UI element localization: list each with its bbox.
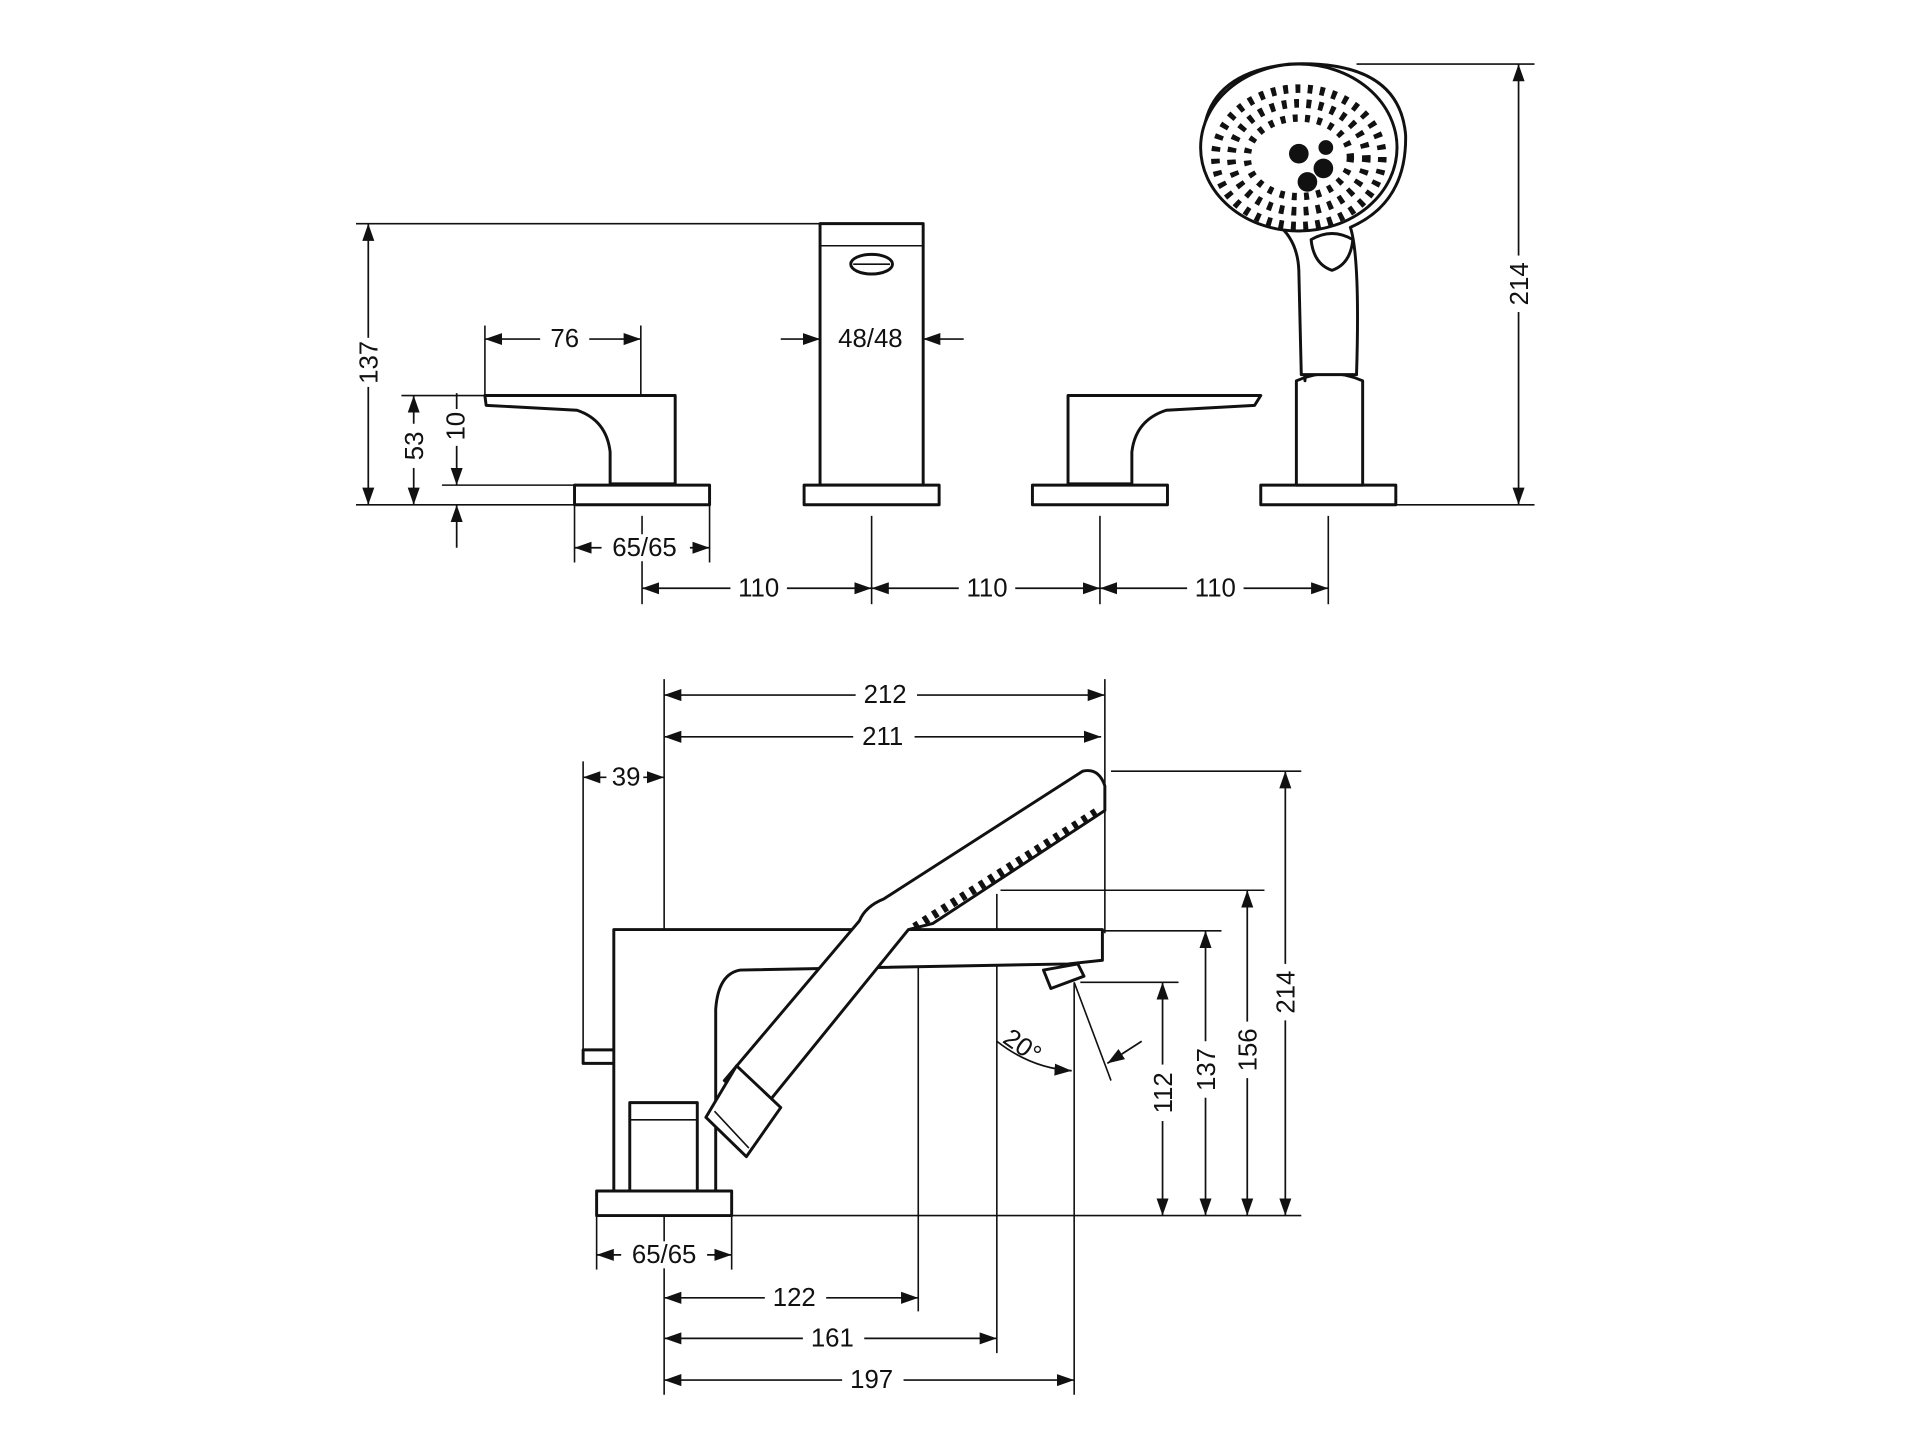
dim-front-base-65: 65/65 [612, 534, 676, 562]
dim-spout-48: 48/48 [838, 325, 902, 353]
side-hand-shower [704, 769, 1107, 1159]
spout [802, 222, 941, 507]
valve-handle [628, 1101, 699, 1193]
left-valve-handle [483, 394, 712, 507]
dim-length-211: 211 [862, 723, 903, 751]
hand-shower [1199, 62, 1408, 507]
dim-height-112: 112 [1150, 1072, 1178, 1113]
dim-height-137: 137 [1193, 1048, 1221, 1091]
dim-front-height-53: 53 [401, 432, 429, 461]
dim-length-212: 212 [864, 681, 907, 709]
dim-shower-height-214: 214 [1506, 262, 1534, 305]
dim-handle-76: 76 [550, 325, 579, 353]
dim-front-height-137: 137 [356, 341, 384, 384]
right-valve-handle [1030, 394, 1263, 507]
mixer-body [581, 928, 1104, 1218]
front-view: 137 53 10 76 48/48 65/65 110 110 110 214 [356, 62, 1535, 605]
dim-height-156: 156 [1235, 1028, 1263, 1071]
side-view: 212 211 39 214 156 137 112 20° 65/65 122… [581, 679, 1302, 1395]
dim-reach-197: 197 [850, 1366, 893, 1394]
dim-offset-39: 39 [612, 763, 641, 791]
diverter-knob [581, 1048, 617, 1065]
outlet-nozzle [1042, 962, 1086, 990]
dim-spacing-1: 110 [738, 574, 779, 602]
dim-spacing-3: 110 [1195, 574, 1236, 602]
spray-nozzles [1289, 140, 1334, 192]
dim-side-base-65: 65/65 [632, 1241, 696, 1269]
dim-reach-122: 122 [773, 1284, 816, 1312]
dim-reach-161: 161 [811, 1324, 854, 1352]
dim-height-214: 214 [1273, 971, 1301, 1014]
dim-front-base-10: 10 [443, 412, 471, 441]
dim-spacing-2: 110 [966, 574, 1007, 602]
left-valve-base [573, 483, 712, 507]
dim-angle-20: 20° [998, 1024, 1046, 1069]
